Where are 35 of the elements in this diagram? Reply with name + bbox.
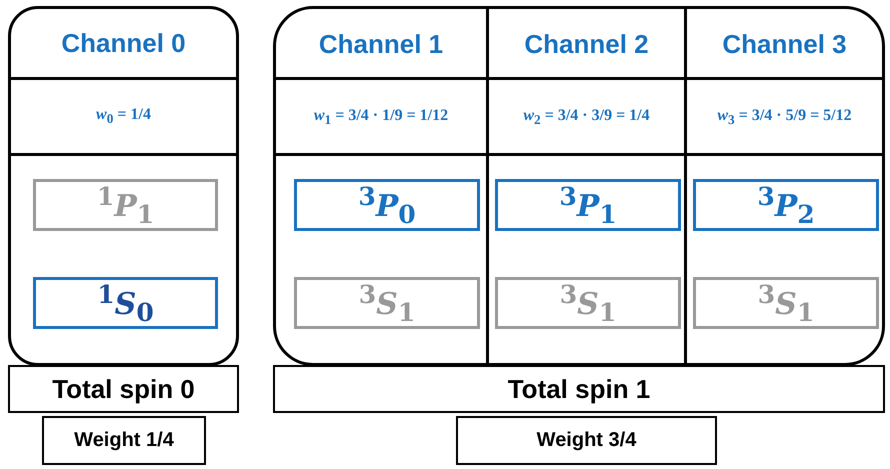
term-symbol: $^{1}$S$_{0}$ [97, 280, 154, 326]
channel-heading: Channel 1 [318, 29, 444, 60]
channel-column [684, 9, 882, 363]
weight-label: Weight 3/4 [536, 429, 636, 452]
term-box [33, 179, 218, 231]
term-symbol: $^{3}$P$_{2}$ [757, 182, 815, 228]
term-symbol: $^{3}$S$_{1}$ [560, 280, 616, 326]
channel-column [486, 9, 684, 363]
channel-heading: Channel 3 [722, 29, 847, 60]
term-box [495, 179, 681, 231]
channel-heading: Channel 0 [61, 28, 186, 58]
term-box [294, 277, 480, 329]
weight-box [456, 416, 717, 465]
term-symbol: $^{3}$S$_{1}$ [758, 280, 814, 326]
total-spin-label: Total spin 1 [508, 374, 650, 404]
weight-formula: w$_{2}$ = 3/4 · 3/9 = 1/4 [523, 107, 650, 129]
weight-label: Weight 1/4 [74, 429, 174, 452]
total-spin-box [273, 365, 885, 413]
total-spin-box [8, 365, 239, 413]
weight-formula: w$_{3}$ = 3/4 · 5/9 = 5/12 [717, 107, 852, 129]
term-box [495, 277, 681, 329]
term-box [693, 179, 879, 231]
term-symbol: $^{3}$P$_{1}$ [559, 182, 617, 228]
term-box [33, 277, 218, 329]
total-spin-label: Total spin 0 [52, 374, 195, 404]
term-symbol: $^{3}$P$_{0}$ [358, 182, 416, 228]
term-box [294, 179, 480, 231]
weight-box [42, 416, 206, 465]
channels-panel [273, 6, 885, 366]
term-symbol: $^{3}$S$_{1}$ [358, 280, 416, 326]
weight-formula: w$_{0}$ = 1/4 [96, 106, 151, 128]
weight-formula: w$_{1}$ = 3/4 · 1/9 = 1/12 [314, 107, 448, 129]
channel-heading: Channel 2 [524, 29, 649, 60]
term-symbol: $^{1}$P$_{1}$ [96, 182, 154, 228]
term-box [693, 277, 879, 329]
